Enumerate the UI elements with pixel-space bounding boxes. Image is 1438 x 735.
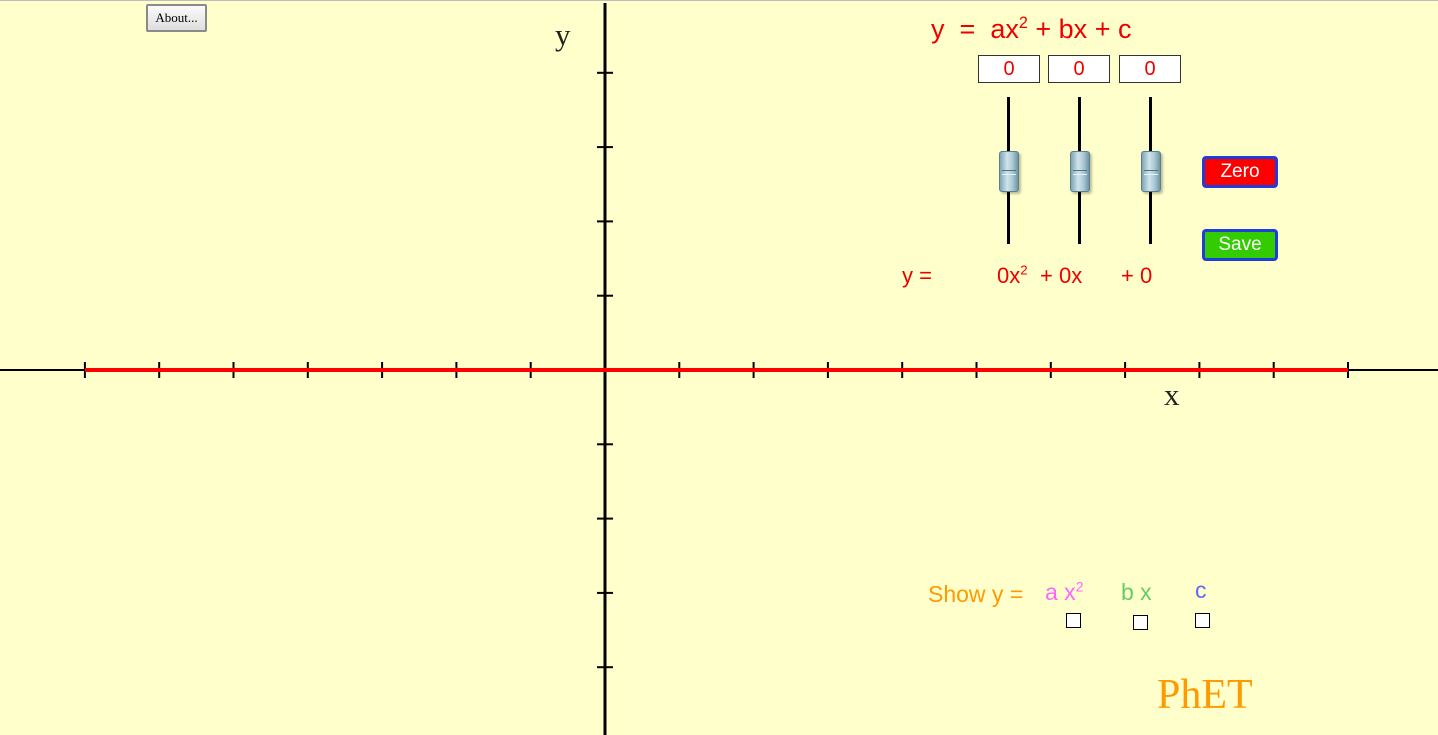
result-c-term: + 0 — [1121, 263, 1153, 288]
result-prefix: y = — [902, 263, 932, 288]
y-axis-ticks — [597, 71, 613, 669]
coefficient-b-field[interactable]: 0 — [1048, 55, 1110, 83]
coefficient-c-field[interactable]: 0 — [1119, 55, 1181, 83]
slider-a-thumb[interactable] — [999, 151, 1019, 192]
equation-exponent: 2 — [1018, 14, 1028, 32]
about-button[interactable]: About... — [146, 4, 207, 32]
equation-a-term: ax — [990, 14, 1019, 44]
show-label: Show y = — [928, 581, 1024, 607]
y-axis-label: y — [555, 17, 571, 52]
result-a-value: 0x — [997, 263, 1021, 288]
coefficient-a-field[interactable]: 0 — [978, 55, 1040, 83]
result-b-term: + 0x — [1040, 263, 1083, 288]
show-a-term: a x — [1045, 579, 1076, 605]
save-button[interactable]: Save — [1202, 229, 1278, 261]
equation-b-term: + bx — [1035, 14, 1088, 44]
phet-logo: PhET — [1157, 672, 1253, 718]
equation-y: y — [931, 14, 945, 44]
equation-equals: = — [959, 14, 976, 44]
show-b-checkbox[interactable] — [1133, 615, 1148, 630]
show-c-checkbox[interactable] — [1195, 613, 1210, 628]
zero-button[interactable]: Zero — [1202, 156, 1278, 188]
show-a-checkbox[interactable] — [1066, 613, 1081, 628]
show-b-label: b x — [1121, 579, 1152, 605]
result-exponent: 2 — [1020, 262, 1028, 278]
show-a-label: a x2 — [1045, 579, 1083, 606]
show-a-exponent: 2 — [1075, 579, 1084, 595]
result-a-term: 0x2 — [997, 263, 1028, 289]
equation-title: y = ax2 + bx + c — [931, 14, 1131, 45]
slider-c-thumb[interactable] — [1141, 151, 1161, 192]
slider-b-thumb[interactable] — [1070, 151, 1090, 192]
equation-c-term: + c — [1094, 14, 1132, 44]
x-axis-label: x — [1164, 377, 1180, 412]
show-c-label: c — [1195, 577, 1207, 603]
